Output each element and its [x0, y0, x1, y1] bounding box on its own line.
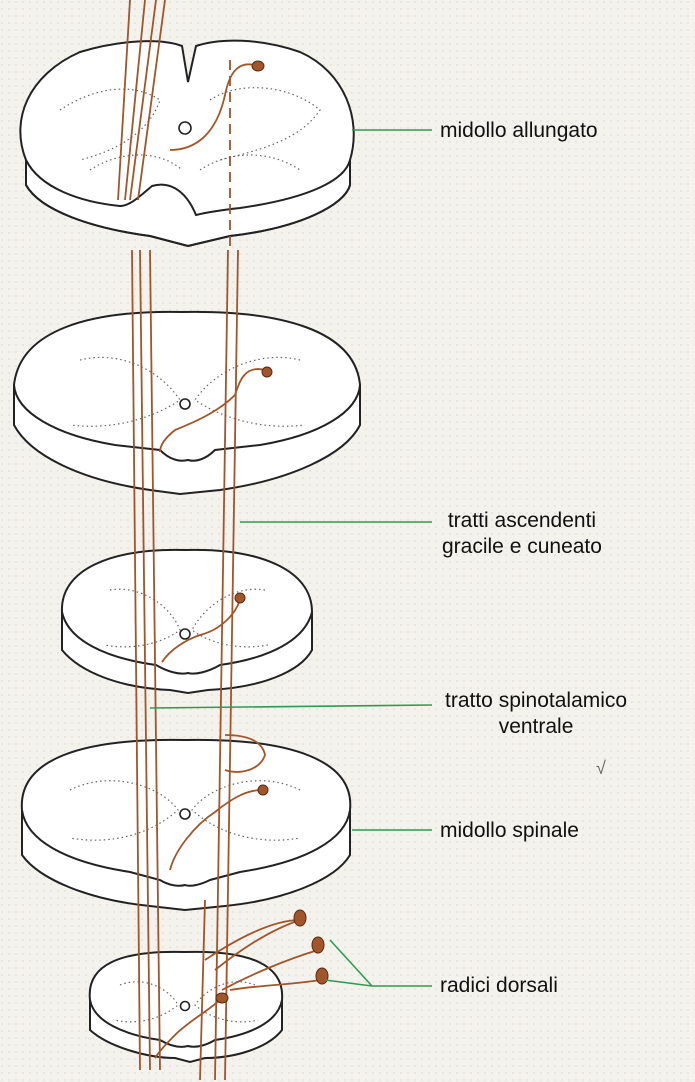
label-gracile-cuneate: tratti ascendenti gracile e cuneato — [442, 508, 602, 561]
label-dorsal-roots: radici dorsali — [440, 973, 558, 999]
label-gracile-line2: gracile e cuneato — [442, 534, 602, 560]
label-medulla: midollo allungato — [440, 118, 598, 144]
label-spinothalamic-line1: tratto spinotalamico — [445, 688, 627, 714]
section-medulla — [20, 41, 353, 246]
section-lumbar — [22, 740, 350, 910]
section-sacral — [90, 952, 282, 1062]
label-gracile-line1: tratti ascendenti — [442, 508, 602, 534]
label-spinothalamic-line2: ventrale — [445, 714, 627, 740]
section-cervical-upper — [14, 312, 360, 494]
label-spinothalamic: tratto spinotalamico ventrale — [445, 688, 627, 741]
check-mark: √ — [596, 758, 606, 779]
label-spinal-cord: midollo spinale — [440, 818, 579, 844]
section-thoracic — [62, 550, 312, 693]
